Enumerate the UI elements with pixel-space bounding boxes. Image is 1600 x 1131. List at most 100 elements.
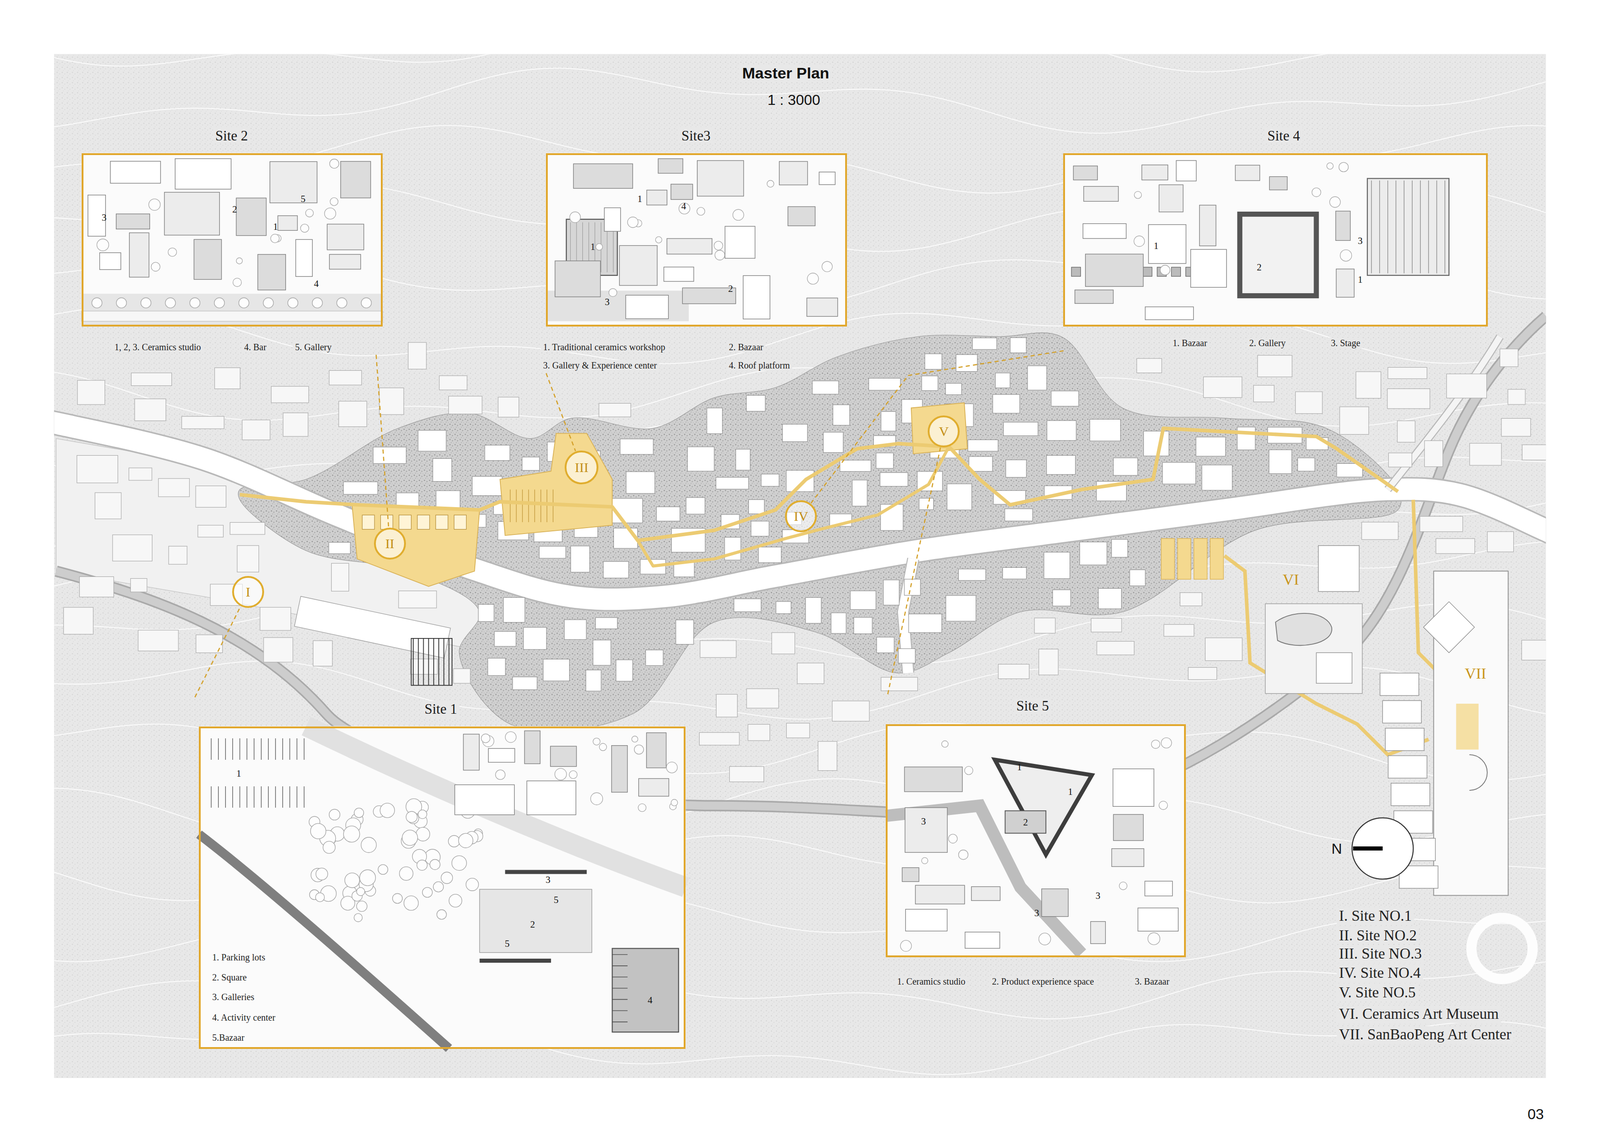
text-holder: IV. Site NO.4: [1336, 964, 1424, 982]
building: [998, 664, 1030, 679]
village-building: [1005, 459, 1027, 478]
inset-tree: [569, 212, 581, 224]
inset-tree: [1311, 187, 1321, 198]
inset-building: [1090, 921, 1106, 945]
inset-tree: [466, 878, 479, 892]
village-building: [675, 619, 694, 645]
building: [129, 467, 152, 481]
museum-ground: [1265, 603, 1363, 694]
inset-tree: [1340, 249, 1352, 262]
parking-stall: [218, 738, 219, 760]
parking-stall: [303, 786, 305, 808]
parking-stall: [423, 638, 425, 686]
parking-stall: [433, 638, 435, 686]
text-holder: 3: [1357, 235, 1363, 247]
inset-tree: [356, 901, 368, 912]
inset-tree: [310, 823, 327, 840]
text-holder: 2: [1257, 261, 1263, 273]
text-holder: 03: [1527, 1106, 1544, 1123]
building: [818, 741, 838, 771]
inset-tree: [1133, 235, 1145, 247]
inset-tree: [696, 207, 705, 216]
text-holder: 1. Traditional ceramics workshop: [540, 341, 668, 353]
inset-tree: [361, 297, 372, 308]
site-parking: [1177, 538, 1191, 580]
inset-tree: [416, 860, 428, 871]
village-building: [850, 591, 876, 610]
village-building: [523, 627, 547, 650]
parking-stall: [232, 786, 233, 808]
inset-tree: [655, 236, 662, 244]
inset-tree: [1161, 737, 1172, 749]
building: [1096, 641, 1135, 655]
inset-roof: [1367, 178, 1450, 276]
inset-tree: [214, 297, 225, 308]
legend-entry: VI. Ceramics Art Museum: [1336, 1005, 1502, 1024]
village-building: [946, 483, 972, 510]
inset-building: [1148, 224, 1186, 264]
roof-line: [1379, 180, 1380, 274]
building: [448, 396, 483, 415]
inset-building: [1336, 269, 1355, 298]
parking-stall: [428, 638, 430, 686]
village-building: [898, 648, 916, 664]
inset-heading: Site 1: [422, 701, 460, 718]
inset-tree: [1329, 196, 1341, 208]
inset-tree: [821, 261, 833, 272]
text-holder: III. Site NO.3: [1336, 945, 1424, 963]
building: [771, 632, 795, 655]
village-building: [995, 373, 1010, 389]
building: [1203, 376, 1242, 398]
roof-line: [1403, 180, 1405, 274]
building: [1361, 522, 1399, 540]
roof-line: [1387, 180, 1388, 274]
inset-building: [1141, 165, 1168, 181]
inset-key-item: 4. Activity center: [212, 1012, 276, 1023]
inset-building: [787, 206, 816, 226]
callout-number: 1: [1153, 240, 1159, 252]
inset-tree: [359, 869, 376, 886]
text-holder: 2. Product experience space: [989, 976, 1097, 988]
parking-stall: [412, 638, 414, 686]
village-building: [868, 378, 901, 390]
crescent-building: [1380, 673, 1419, 696]
title: Master Plan: [739, 64, 832, 83]
site-inset: Site 11. Parking lots2. Square3. Galleri…: [194, 697, 689, 1052]
parking-stall: [438, 638, 440, 686]
inset-heading: Site3: [679, 127, 713, 145]
village-ground: [238, 332, 1402, 732]
text-holder: 2. Bazaar: [726, 341, 766, 353]
roof-line: [612, 987, 628, 989]
inset-tree: [481, 733, 490, 743]
text-holder: 5: [553, 894, 559, 906]
callout-number: 5: [504, 938, 510, 950]
inset-tree: [670, 799, 678, 806]
inset-building: [1235, 165, 1260, 181]
site-building: [362, 514, 375, 530]
building: [338, 401, 368, 427]
building: [1163, 624, 1195, 637]
parking-stall: [260, 786, 262, 808]
site-parking: [1210, 538, 1224, 580]
text-holder: 5: [300, 193, 306, 205]
text-holder: 1, 2, 3. Ceramics studio: [112, 341, 203, 353]
marker-circle: [374, 528, 406, 559]
site-roof-line: [509, 489, 511, 523]
village-building: [1306, 437, 1329, 450]
inset-drawing: [885, 724, 1186, 957]
inset-tree: [1119, 882, 1128, 890]
building: [1501, 418, 1531, 437]
village-building: [706, 408, 723, 434]
inset-tree: [441, 872, 453, 884]
callout-number: 1: [236, 768, 242, 780]
inset-key-item: 3. Stage: [1328, 337, 1363, 349]
building: [77, 455, 119, 484]
building: [313, 640, 333, 667]
text-holder: 5. Gallery: [292, 341, 334, 353]
inset-tree: [554, 768, 567, 781]
inset-tree: [165, 297, 176, 308]
building: [408, 342, 427, 369]
inset-drawing: [81, 152, 383, 327]
parking-stall: [218, 786, 219, 808]
village-building: [1046, 420, 1076, 441]
